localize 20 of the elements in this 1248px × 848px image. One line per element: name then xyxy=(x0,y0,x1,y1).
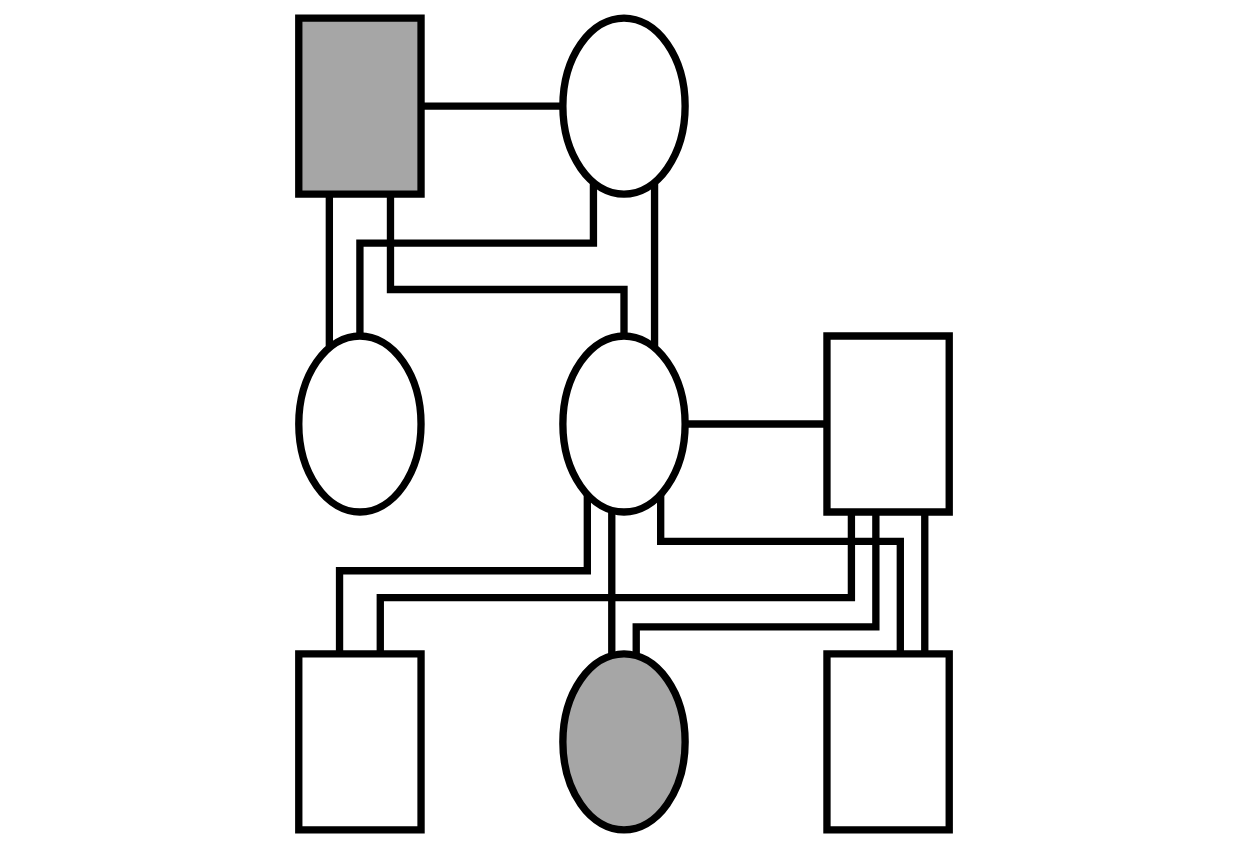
connector xyxy=(421,102,563,110)
connector xyxy=(657,495,904,654)
connector xyxy=(356,182,598,336)
connector xyxy=(921,512,929,654)
node-ellipse xyxy=(295,332,425,516)
node-box xyxy=(823,650,953,834)
connector xyxy=(685,420,827,428)
connector xyxy=(632,512,880,655)
connector xyxy=(335,494,591,654)
node-ellipse xyxy=(559,332,689,516)
node-ellipse xyxy=(559,650,689,834)
connector xyxy=(386,194,628,336)
node-box xyxy=(823,332,953,516)
connector xyxy=(608,510,616,656)
connector xyxy=(325,194,334,347)
node-box xyxy=(295,14,425,198)
node-box xyxy=(295,650,425,834)
connector xyxy=(650,183,659,348)
node-ellipse xyxy=(559,14,689,198)
connector xyxy=(376,512,856,654)
